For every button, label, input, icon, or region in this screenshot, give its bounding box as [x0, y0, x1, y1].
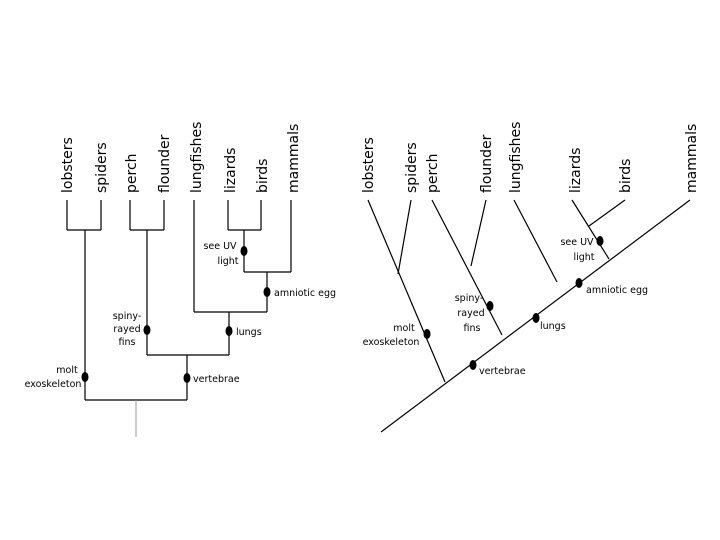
right-taxon-flounder: flounder — [479, 134, 495, 193]
left-taxon-lizards: lizards — [223, 148, 239, 193]
right-trait-fins-1: spiny- — [455, 293, 484, 304]
left-node-see-uv — [240, 246, 248, 256]
right-trait-molt-1: molt — [393, 323, 415, 334]
left-taxon-birds: birds — [255, 159, 271, 193]
left-trait-fins-1: spiny- — [113, 311, 142, 322]
left-taxon-perch: perch — [124, 153, 140, 193]
left-trait-molt-1: molt — [56, 365, 78, 376]
right-branches — [367, 199, 691, 433]
right-trait-fins-2: rayed — [457, 308, 484, 319]
left-cladogram: lobsters spiders perch flounder lungfish… — [25, 122, 336, 437]
left-trait-fins-3: fins — [119, 337, 136, 348]
left-node-vertebrae — [183, 373, 191, 383]
left-trait-fins-2: rayed — [113, 324, 140, 335]
right-taxon-lobsters: lobsters — [361, 137, 377, 193]
right-node-molt — [423, 329, 431, 339]
left-taxon-flounder: flounder — [157, 134, 173, 193]
left-trait-amniotic-egg: amniotic egg — [274, 288, 336, 299]
right-branch-birds — [588, 199, 626, 227]
right-cladogram: lobsters spiders perch flounder lungfish… — [361, 122, 700, 433]
left-taxon-lungfishes: lungfishes — [189, 122, 205, 193]
left-branches — [66, 200, 292, 437]
right-taxon-mammals: mammals — [684, 124, 700, 193]
right-taxon-lizards: lizards — [568, 148, 584, 193]
right-node-amniotic-egg — [575, 278, 583, 288]
right-branch-spiders — [397, 199, 412, 275]
left-trait-see-uv-2: light — [217, 256, 238, 267]
right-taxon-spiders: spiders — [404, 142, 420, 193]
right-branch-lobsters — [367, 199, 446, 383]
right-trait-vertebrae: vertebrae — [479, 366, 526, 377]
left-trait-see-uv-1: see UV — [203, 241, 237, 252]
right-node-spiny-rayed-fins — [486, 301, 494, 311]
left-taxon-mammals: mammals — [286, 124, 302, 193]
left-node-amniotic-egg — [263, 287, 271, 297]
right-trait-see-uv-1: see UV — [560, 237, 594, 248]
left-taxon-lobsters: lobsters — [60, 137, 76, 193]
left-node-lungs — [225, 326, 233, 336]
left-trait-lungs: lungs — [236, 327, 262, 338]
left-node-spiny-rayed-fins — [143, 325, 151, 335]
right-trait-amniotic-egg: amniotic egg — [586, 285, 648, 296]
right-branch-lizards — [571, 199, 610, 260]
left-node-molt — [81, 372, 89, 382]
left-trait-molt-2: exoskeleton — [25, 379, 82, 390]
right-taxon-lungfishes: lungfishes — [508, 122, 524, 193]
right-trait-molt-2: exoskeleton — [363, 337, 420, 348]
right-node-vertebrae — [469, 360, 477, 370]
right-trait-fins-3: fins — [464, 323, 481, 334]
right-node-lungs — [532, 313, 540, 323]
right-taxon-birds: birds — [618, 159, 634, 193]
left-trait-vertebrae: vertebrae — [193, 374, 240, 385]
right-branch-flounder — [470, 199, 487, 267]
right-node-see-uv — [596, 236, 604, 246]
right-branch-lungfishes — [513, 199, 558, 283]
right-branch-perch — [431, 199, 503, 336]
right-taxon-perch: perch — [425, 153, 441, 193]
left-taxon-spiders: spiders — [94, 142, 110, 193]
right-trait-see-uv-2: light — [573, 252, 594, 263]
right-trait-lungs: lungs — [540, 321, 566, 332]
